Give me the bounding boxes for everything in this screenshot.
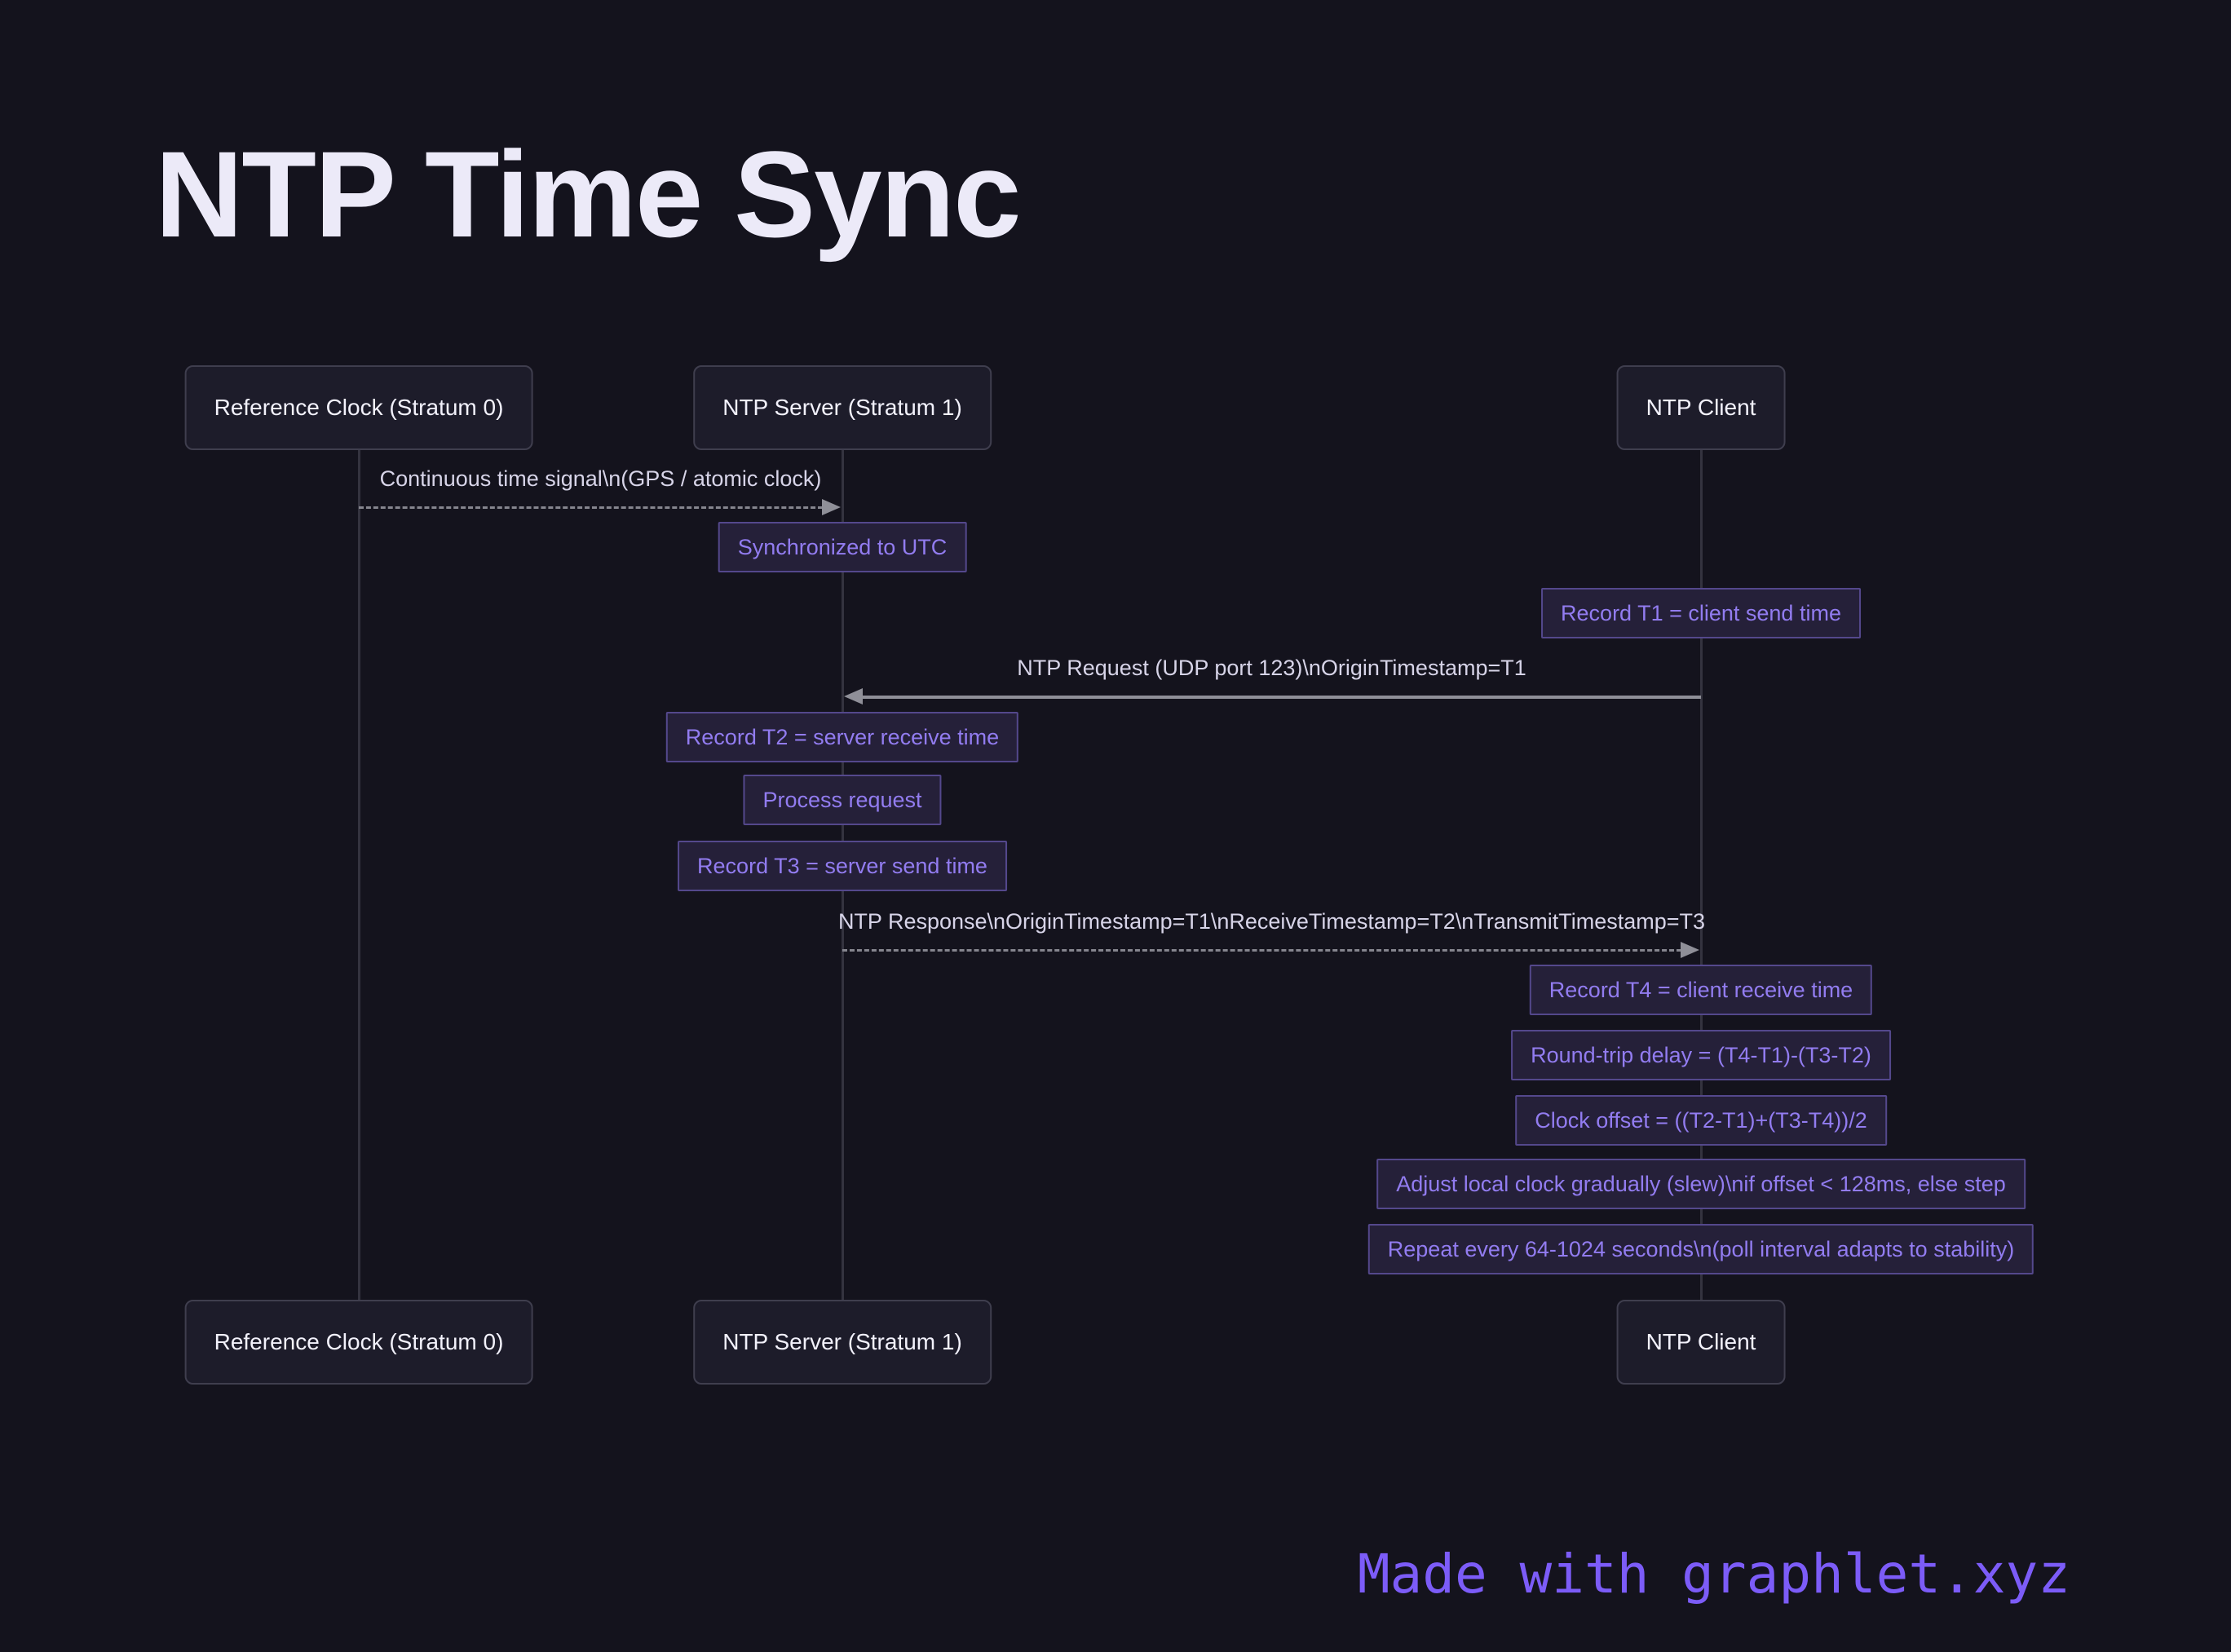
arrowhead-right-icon — [822, 499, 841, 515]
sequence-note-10: Clock offset = ((T2-T1)+(T3-T4))/2 — [1515, 1095, 1887, 1146]
sequence-note-2: Record T1 = client send time — [1541, 588, 1861, 638]
arrowhead-left-icon — [844, 688, 863, 705]
actor-bottom-box-ref: Reference Clock (Stratum 0) — [184, 1300, 533, 1385]
message-line-3 — [862, 696, 1701, 699]
message-label-0: Continuous time signal\n(GPS / atomic cl… — [379, 466, 822, 491]
actor-top-box-server: NTP Server (Stratum 1) — [693, 365, 992, 450]
page-title: NTP Time Sync — [155, 126, 1022, 263]
message-label-7: NTP Response\nOriginTimestamp=T1\nReceiv… — [837, 909, 1706, 934]
lifeline-client — [1700, 450, 1703, 1300]
sequence-note-12: Repeat every 64-1024 seconds\n(poll inte… — [1367, 1224, 2034, 1274]
sequence-note-8: Record T4 = client receive time — [1529, 965, 1873, 1015]
sequence-note-1: Synchronized to UTC — [718, 522, 967, 572]
watermark-link[interactable]: Made with graphlet.xyz — [1357, 1543, 2070, 1606]
message-line-0 — [359, 506, 823, 509]
sequence-note-4: Record T2 = server receive time — [665, 712, 1019, 762]
actor-bottom-box-client: NTP Client — [1616, 1300, 1786, 1385]
arrowhead-right-icon — [1681, 942, 1699, 958]
lifeline-ref — [358, 450, 360, 1300]
sequence-note-11: Adjust local clock gradually (slew)\nif … — [1376, 1159, 2026, 1209]
message-label-3: NTP Request (UDP port 123)\nOriginTimest… — [1017, 656, 1526, 680]
actor-top-box-ref: Reference Clock (Stratum 0) — [184, 365, 533, 450]
message-line-7 — [842, 949, 1681, 952]
sequence-note-9: Round-trip delay = (T4-T1)-(T3-T2) — [1511, 1030, 1891, 1080]
actor-bottom-box-server: NTP Server (Stratum 1) — [693, 1300, 992, 1385]
sequence-note-5: Process request — [743, 775, 942, 825]
sequence-note-6: Record T3 = server send time — [678, 841, 1007, 891]
actor-top-box-client: NTP Client — [1616, 365, 1786, 450]
